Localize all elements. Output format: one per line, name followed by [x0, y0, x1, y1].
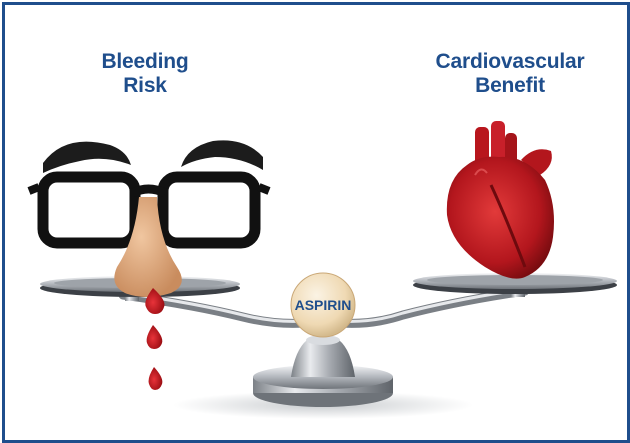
right-pan: [413, 273, 617, 297]
aspirin-pill: ASPIRIN: [290, 272, 356, 338]
cardiovascular-benefit-label: Cardiovascular Benefit: [405, 50, 615, 98]
left-label-line2: Risk: [123, 74, 167, 97]
bleeding-risk-label: Bleeding Risk: [75, 50, 215, 98]
aspirin-label: ASPIRIN: [295, 297, 352, 313]
disguise-glasses-icon: [27, 140, 271, 297]
scale-illustration: ASPIRIN: [27, 121, 617, 419]
right-label-line2: Benefit: [475, 74, 545, 97]
heart-icon: [446, 121, 554, 279]
scale-base: [253, 335, 393, 407]
right-label-line1: Cardiovascular: [435, 50, 585, 73]
blood-drops-icon: [145, 288, 165, 390]
left-label-line1: Bleeding: [101, 50, 189, 73]
